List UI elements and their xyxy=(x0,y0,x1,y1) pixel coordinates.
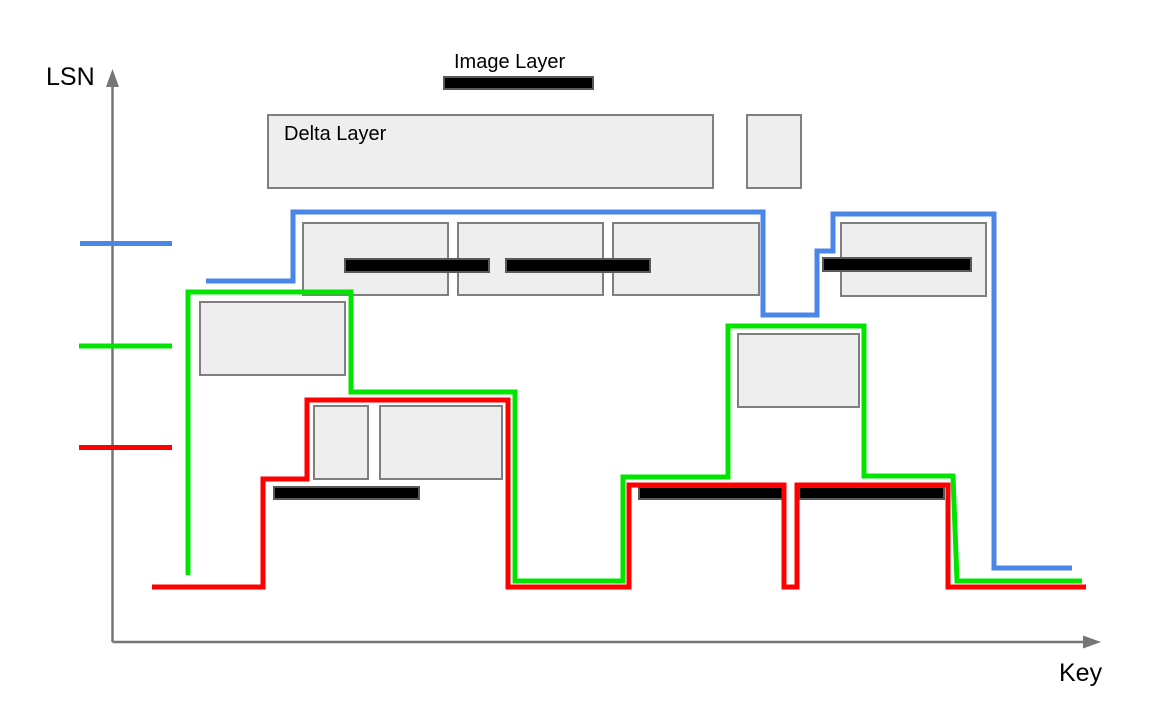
y-axis-label: LSN xyxy=(46,63,95,91)
delta-layer-box-small xyxy=(746,114,802,189)
blue-lsn-line xyxy=(206,209,1072,571)
image-layer-bar-row4-3 xyxy=(798,486,945,500)
image-layer-bar-row4-1 xyxy=(273,486,420,500)
layer-box-row3-left xyxy=(199,301,346,376)
x-axis-label: Key xyxy=(1059,659,1103,687)
image-layer-bar-row2-2 xyxy=(505,258,651,273)
delta-layer-box-large xyxy=(267,114,714,189)
image-layer-bar-row2-3 xyxy=(822,257,972,272)
layer-box-row4-1 xyxy=(313,405,369,480)
image-layer-bar-row4-2 xyxy=(638,486,784,500)
image-layer-bar-top xyxy=(443,76,594,90)
layer-box-bump xyxy=(737,333,860,408)
layer-box-row4-2 xyxy=(379,405,503,480)
x-axis-arrowhead xyxy=(1083,635,1101,649)
image-layer-label: Image Layer xyxy=(454,51,566,73)
red-lsn-line xyxy=(152,397,1086,590)
delta-layer-label: Delta Layer xyxy=(284,123,387,145)
image-layer-bar-row2-1 xyxy=(344,258,490,273)
green-lsn-line xyxy=(185,289,1082,584)
y-axis-arrowhead xyxy=(106,69,119,87)
